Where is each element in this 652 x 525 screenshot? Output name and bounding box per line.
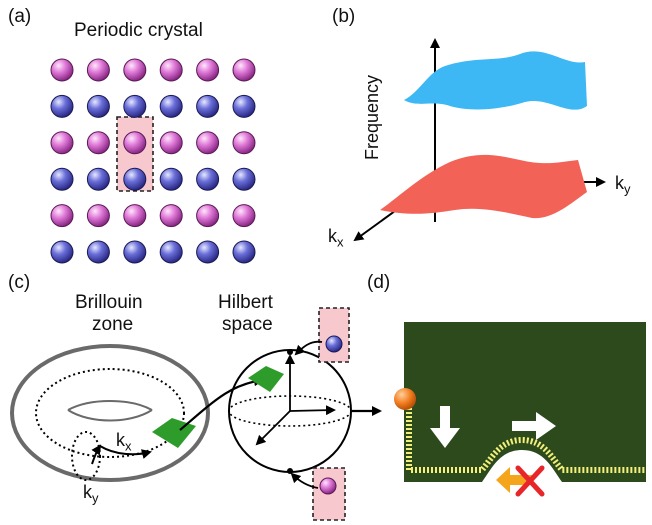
pink-atom [159, 131, 183, 155]
edge-channel [406, 404, 646, 473]
blocked-x-icon [515, 465, 545, 497]
pink-atom [86, 131, 110, 155]
torus-outline [10, 344, 210, 482]
torus-hole-bottom [67, 409, 153, 422]
backscatter-arrow [496, 467, 533, 493]
pink-atom [196, 204, 220, 228]
brillouin-label-line1: Brillouin [75, 292, 143, 313]
kx-arrow [99, 445, 152, 459]
torus-kx-label: kx [116, 430, 132, 454]
state-bottom-arrow [290, 472, 319, 489]
blue-atom [86, 94, 110, 118]
pink-atom [86, 204, 110, 228]
panel-b-label: (b) [332, 6, 356, 27]
blue-atom [123, 167, 147, 191]
pink-atom [123, 131, 147, 155]
panel-c-label: (c) [8, 272, 31, 293]
blue-atom [50, 94, 74, 118]
defect-bump [482, 450, 562, 482]
panel-a-title: Periodic crystal [74, 20, 203, 41]
brillouin-label-line2: zone [92, 314, 134, 335]
blue-atom [123, 240, 147, 264]
pink-atom [232, 131, 256, 155]
sphere-axis-y [289, 405, 336, 416]
blue-atom [50, 167, 74, 191]
upper-band-surface [404, 51, 587, 110]
pink-atom [159, 204, 183, 228]
kx-label: kx [328, 226, 344, 250]
blue-atom-state [325, 335, 343, 353]
panel-a-label: (a) [8, 6, 32, 27]
blue-atom [196, 94, 220, 118]
atom-lattice [50, 58, 256, 264]
right-arrow [512, 412, 556, 440]
blue-atom [232, 167, 256, 191]
ky-loop [71, 431, 101, 481]
lower-band-surface [380, 154, 587, 219]
blue-atom [159, 240, 183, 264]
torus-ky-label: ky [83, 482, 99, 506]
pink-atom [196, 131, 220, 155]
state-top-arrow [294, 340, 323, 356]
pink-atom [232, 58, 256, 82]
blue-atom [123, 94, 147, 118]
blue-atom [159, 167, 183, 191]
blue-atom [86, 167, 110, 191]
blue-atom [159, 94, 183, 118]
pink-atom [123, 58, 147, 82]
pink-atom [123, 204, 147, 228]
blue-atom [86, 240, 110, 264]
panel-d-label: (d) [367, 272, 391, 293]
pink-atom [50, 131, 74, 155]
blue-atom [196, 167, 220, 191]
pink-atom [50, 58, 74, 82]
torus-dotted-loop [35, 368, 185, 458]
pink-atom [86, 58, 110, 82]
sphere-axis-x [255, 410, 291, 446]
pink-atom [232, 204, 256, 228]
blue-atom [232, 94, 256, 118]
blue-atom [232, 240, 256, 264]
blue-atom [50, 240, 74, 264]
pink-atom [50, 204, 74, 228]
edge-particle [394, 388, 416, 410]
pink-atom-state [319, 477, 337, 495]
hilbert-label-line1: Hilbert [218, 292, 273, 313]
sphere-patch [248, 366, 284, 392]
down-arrow [430, 406, 460, 448]
ky-label: ky [615, 173, 631, 197]
south-pole-dot [287, 468, 293, 474]
torus-hole-top [67, 400, 153, 411]
ky-arrow [91, 444, 102, 465]
pink-atom [196, 58, 220, 82]
pink-atom [159, 58, 183, 82]
map-arrow [179, 376, 264, 431]
north-pole-dot [287, 349, 293, 355]
state-box-top [318, 307, 350, 363]
blue-atom [196, 240, 220, 264]
hilbert-label-line2: space [222, 314, 273, 335]
